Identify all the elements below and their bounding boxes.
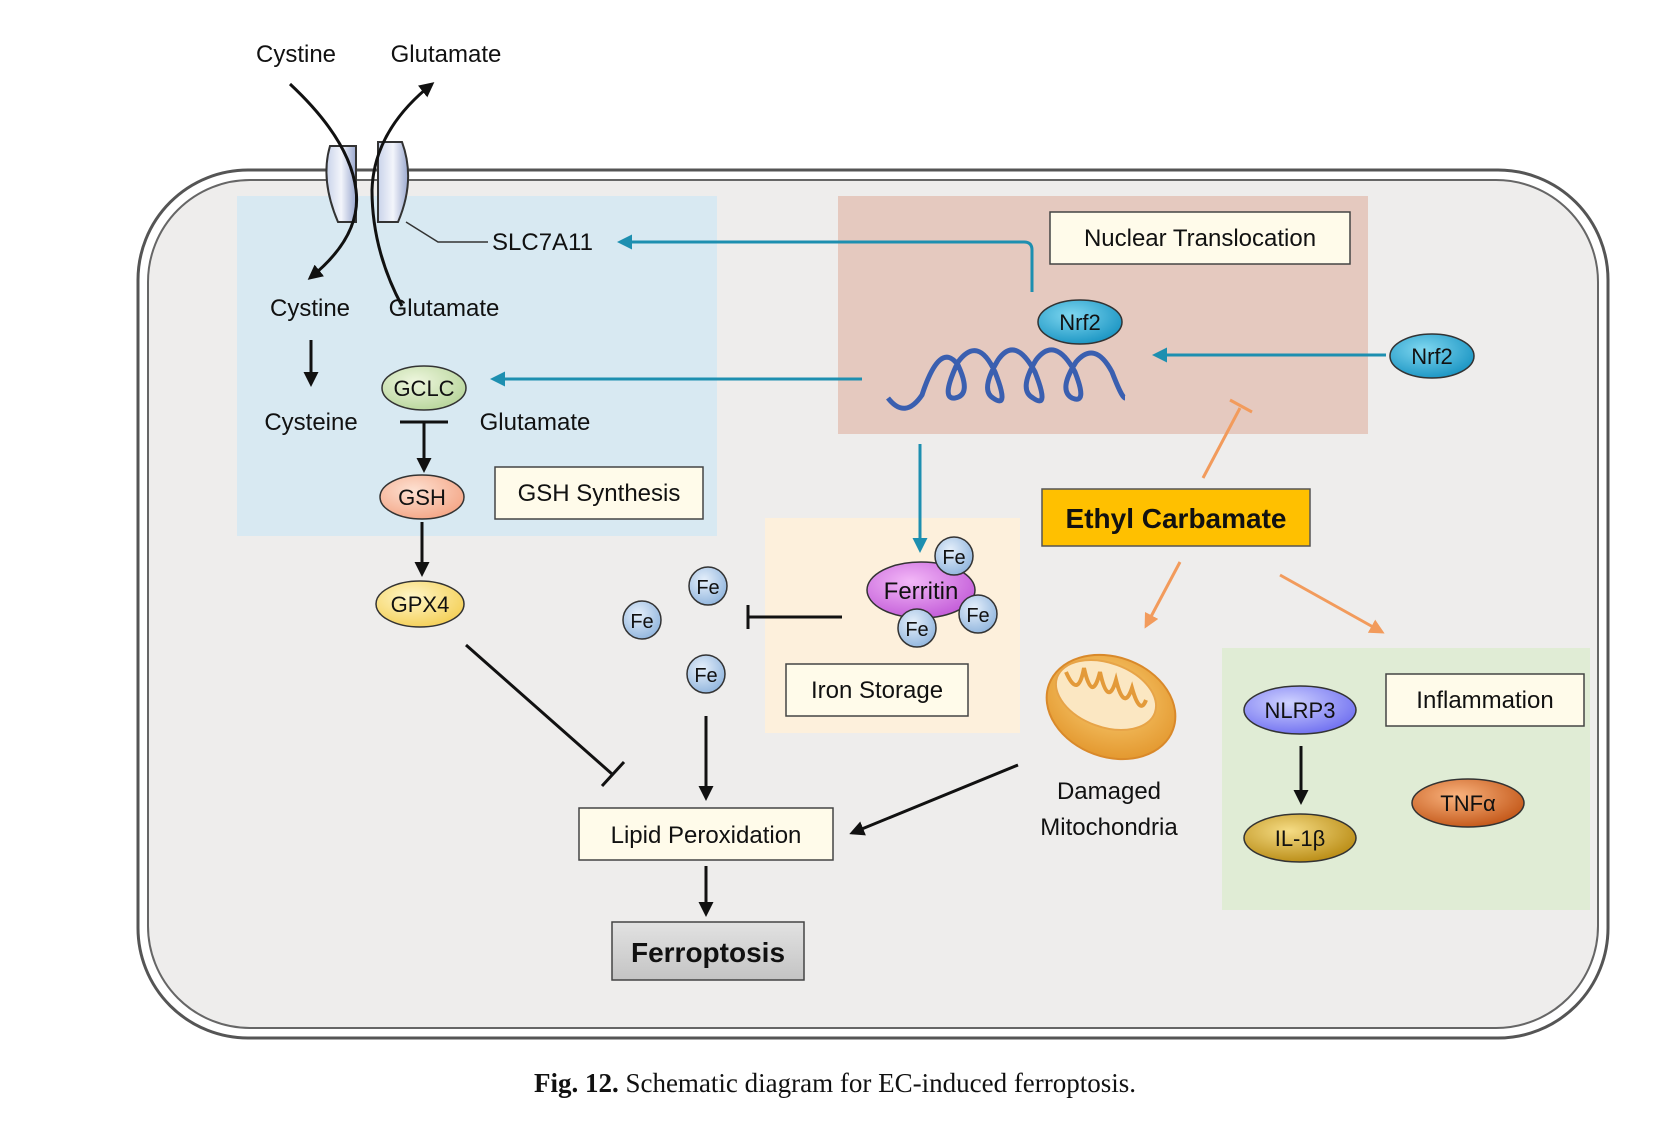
fe-ion: Fe — [958, 594, 998, 634]
gsh-synthesis-label: GSH Synthesis — [518, 480, 681, 507]
nlrp3-node — [1243, 685, 1357, 735]
fe-ion: Fe — [686, 654, 726, 694]
ethyl-carbamate-label: Ethyl Carbamate — [1066, 503, 1287, 534]
ec-inhibition-bar — [1229, 398, 1253, 414]
ferritin-label: Ferritin — [884, 578, 959, 605]
svg-text:Fe: Fe — [696, 577, 719, 599]
tnfa-node — [1411, 778, 1525, 828]
nrf2-to-slc7a11-arrow — [617, 234, 1034, 292]
cystine-inside-label: Cystine — [270, 295, 350, 322]
nlrp3-label: NLRP3 — [1265, 698, 1336, 723]
inflammation-label: Inflammation — [1416, 687, 1553, 714]
dna-helix — [886, 347, 1127, 411]
gsh-node — [379, 474, 465, 520]
mitochondria-icon — [1045, 653, 1177, 761]
figure-caption-text: Schematic diagram for EC-induced ferropt… — [625, 1068, 1137, 1098]
fe-ion: Fe — [934, 536, 974, 576]
ferroptosis-box — [611, 921, 805, 981]
nrf2-cytoplasm-label: Nrf2 — [1411, 344, 1453, 369]
lipid-peroxidation-box — [578, 807, 834, 861]
gsh-synthesis-box — [494, 466, 704, 520]
svg-text:Fe: Fe — [630, 611, 653, 633]
fe-ion: Fe — [897, 608, 937, 648]
tnfa-label: TNFα — [1440, 791, 1496, 816]
figure-caption-label: Fig. 12. — [533, 1068, 619, 1098]
gpx4-inhibits-lipid-peroxidation — [465, 643, 613, 776]
ec-to-inflammation-arrow — [1279, 573, 1385, 634]
glutamate-inside-label: Glutamate — [389, 295, 500, 322]
ec-to-mitochondria-arrow — [1144, 561, 1182, 629]
nuclear-translocation-box — [1049, 211, 1351, 265]
ethyl-carbamate-box — [1041, 488, 1311, 547]
fe-ion: Fe — [688, 566, 728, 606]
svg-text:Fe: Fe — [966, 605, 989, 627]
slc7a11-transporter — [288, 82, 435, 307]
svg-text:Fe: Fe — [942, 547, 965, 569]
damaged-mitochondria-label-line1: Damaged — [1057, 778, 1161, 805]
iron-storage-box — [785, 663, 969, 717]
lipid-peroxidation-label: Lipid Peroxidation — [611, 822, 802, 849]
inflammation-box — [1385, 673, 1585, 727]
il1b-label: IL-1β — [1275, 826, 1326, 851]
glutamate-gclc-label: Glutamate — [480, 409, 591, 436]
gsh-label: GSH — [398, 485, 446, 510]
glutamate-outside-label: Glutamate — [391, 41, 502, 68]
gpx4-label: GPX4 — [391, 592, 450, 617]
gclc-label: GCLC — [393, 376, 454, 401]
slc7a11-leader-line — [405, 221, 488, 243]
iron-storage-label: Iron Storage — [811, 677, 943, 704]
gpx4-node — [375, 580, 465, 628]
ec-inhibits-nrf2 — [1201, 407, 1242, 479]
il1b-node — [1243, 813, 1357, 863]
nrf2-cytoplasm-node — [1389, 333, 1475, 379]
damaged-mitochondria-label-line2: Mitochondria — [1040, 814, 1178, 841]
gpx4-inhibition-bar — [600, 760, 626, 788]
nrf2-nucleus-node — [1037, 299, 1123, 345]
nuclear-translocation-label: Nuclear Translocation — [1084, 225, 1316, 252]
fe-ion: Fe — [622, 600, 662, 640]
slc7a11-label: SLC7A11 — [492, 229, 593, 256]
cystine-outside-label: Cystine — [256, 41, 336, 68]
mitochondria-to-lipid-peroxidation-arrow — [849, 763, 1019, 836]
figure-caption: Fig. 12. Schematic diagram for EC-induce… — [0, 1068, 1670, 1099]
cysteine-label: Cysteine — [264, 409, 357, 436]
svg-text:Fe: Fe — [905, 619, 928, 641]
svg-text:Fe: Fe — [694, 665, 717, 687]
nrf2-nucleus-label: Nrf2 — [1059, 310, 1101, 335]
ferroptosis-label: Ferroptosis — [631, 937, 785, 968]
gclc-node — [381, 365, 467, 411]
